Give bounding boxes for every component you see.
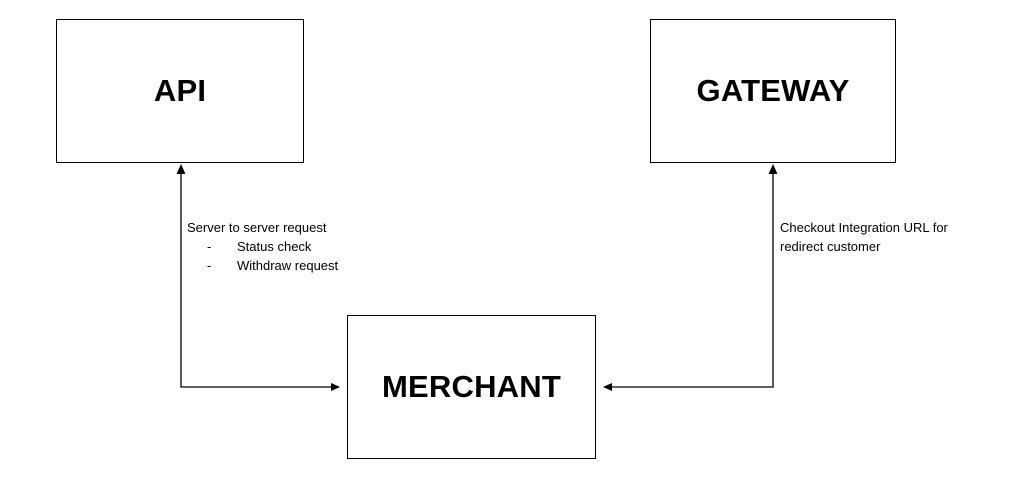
api-node: API	[56, 19, 304, 163]
edge-bullet-item: - Withdraw request	[187, 256, 338, 275]
connector-api-merchant	[180, 172, 340, 391]
gateway-merchant-edge-line-1: Checkout Integration URL for	[780, 220, 948, 235]
bullet-text-status-check: Status check	[237, 239, 312, 254]
gateway-merchant-edge-note: Checkout Integration URL for redirect cu…	[780, 218, 948, 256]
api-merchant-edge-heading: Server to server request	[187, 220, 327, 235]
bullet-dash: -	[207, 258, 212, 273]
arrowhead-into-gateway	[768, 164, 778, 174]
bullet-dash: -	[207, 239, 212, 254]
api-merchant-edge-note: Server to server request - Status check …	[187, 218, 338, 275]
edge-bullet-item: - Status check	[187, 237, 338, 256]
api-node-label: API	[153, 73, 207, 108]
merchant-node: MERCHANT	[347, 315, 596, 459]
gateway-node-label: GATEWAY	[696, 73, 850, 108]
merchant-node-label: MERCHANT	[382, 369, 561, 404]
connector-gateway-merchant	[603, 172, 774, 391]
arrowhead-into-api	[176, 164, 186, 174]
bullet-text-withdraw-request: Withdraw request	[237, 258, 339, 273]
gateway-merchant-edge-line-2: redirect customer	[780, 239, 881, 254]
gateway-node: GATEWAY	[650, 19, 896, 163]
